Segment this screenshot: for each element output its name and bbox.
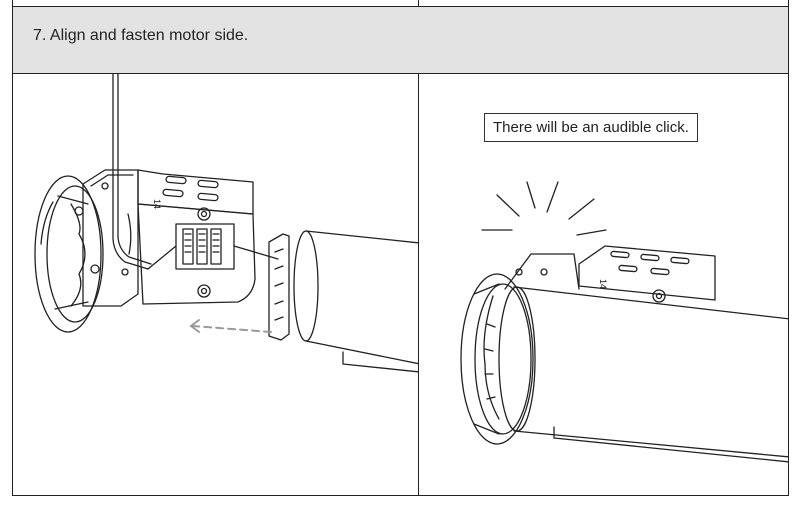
audible-click-callout: There will be an audible click. [484, 113, 698, 142]
step-header: 7. Align and fasten motor side. [12, 7, 789, 73]
previous-row-divider [418, 0, 419, 7]
previous-row-edge [12, 0, 789, 7]
motor-installed-illustration: 14 [460, 181, 788, 463]
bracket-mark-right: 14 [598, 279, 608, 289]
motor-alignment-illustration: 14 [34, 74, 418, 373]
right-illustration-panel: There will be an audible click. [418, 73, 789, 496]
left-illustration-panel: 14 [12, 73, 419, 496]
bracket-mark: 14 [152, 199, 162, 209]
step-title: 7. Align and fasten motor side. [33, 27, 249, 44]
